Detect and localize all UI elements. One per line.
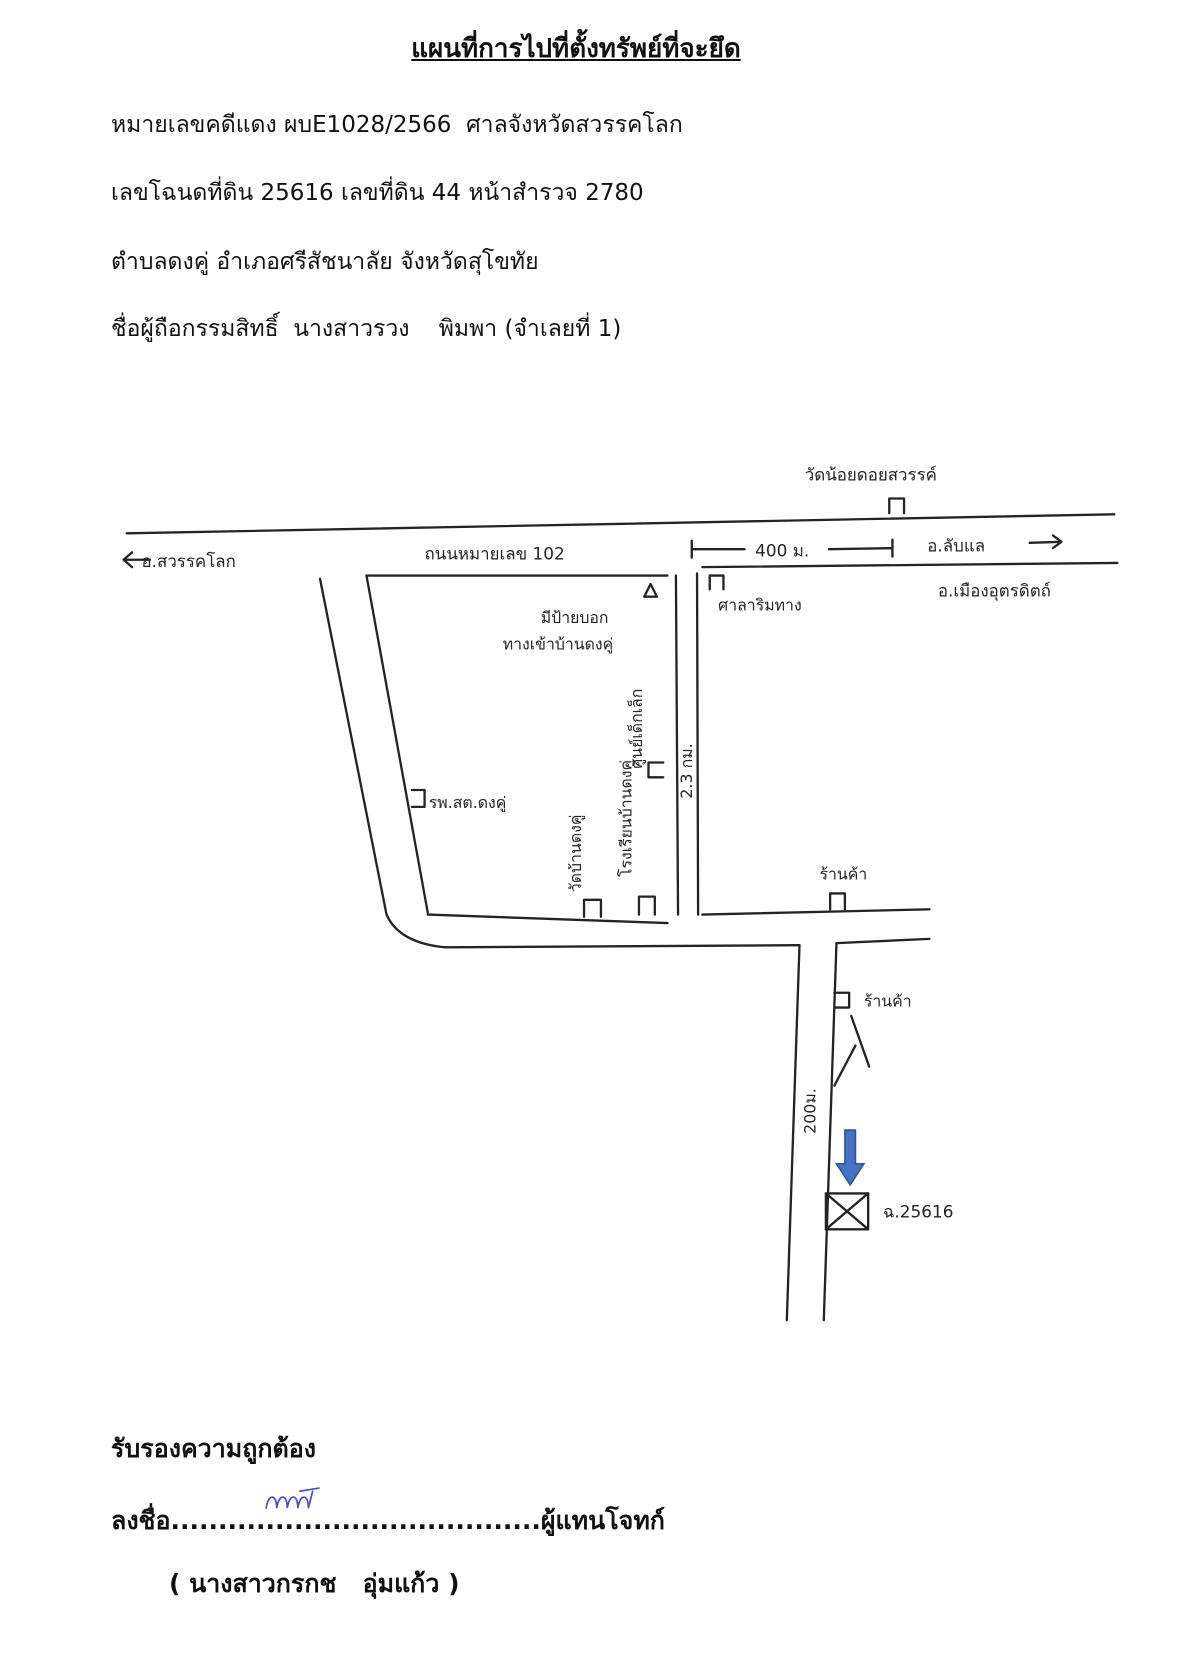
highway-north-edge [125,513,1116,535]
local-road-north-edge-east [701,908,931,916]
sign-dots: ....................................... [170,1506,541,1535]
local-road-south-edge-west [444,944,801,949]
sign-role: ผู้แทนโจทก์ [540,1506,665,1535]
pavilion-marker-icon [708,574,725,591]
label-deed-number: ฉ.25616 [883,1202,954,1222]
label-to-laplae: อ.ลับแล [927,535,985,555]
temple-dongkhu-marker-icon [582,898,603,918]
label-highway: ถนนหมายเลข 102 [425,544,565,564]
label-temple-dongkhu: วัดบ้านดงคู่ [566,815,586,893]
road-lines [122,497,1119,1322]
label-to-uttaradit: อ.เมืองอุตรดิตถ์ [938,581,1051,602]
label-sign-line-1: มีป้ายบอก [541,608,609,627]
access-road-west-edge [785,944,801,1322]
shop-2-marker-icon [833,991,851,1009]
case-number-line: หมายเลขคดีแดง ผบE1028/2566 ศาลจังหวัดสวร… [111,112,683,138]
access-road-east-edge [822,941,838,1322]
certification-heading: รับรองความถูกต้อง [111,1434,316,1463]
label-distance-200: 200ม. [800,1088,819,1134]
owner-line: ชื่อผู้ถือกรรมสิทธิ์ นางสาวรวง พิมพา (จำ… [111,316,622,342]
land-parcel-icon [824,1192,870,1231]
land-parcel-box [824,1192,870,1231]
label-distance-400: 400 ม. [755,541,809,561]
sign-triangle-icon [643,582,659,598]
label-school-dongkhu: โรงเรียนบ้านดงคู่ [617,760,637,877]
location-line: ตำบลดงคู่ อำเภอศรีสัชนาลัย จังหวัดสุโขทั… [111,249,539,275]
highway-south-edge-east [701,561,1119,569]
arrow-west-icon [122,551,152,569]
temple-marker-icon [888,497,906,515]
label-to-sawankhalok: อ.สวรรคโลก [142,551,236,571]
label-distance-2-3: 2.3 กม. [677,743,696,798]
title-deed-line: เลขโฉนดที่ดิน 25616 เลขที่ดิน 44 หน้าสำร… [111,180,644,206]
label-shop-1: ร้านค้า [820,865,868,884]
label-temple-top: วัดน้อยดอยสวรรค์ [805,465,937,485]
signature [265,1487,320,1509]
sign-prefix: ลงชื่อ [111,1506,171,1535]
child-center-marker-icon [647,761,665,779]
diagonal-road-outer-edge [318,577,447,949]
shop-1-marker-icon [828,892,847,911]
distance-400-left-bracket [690,539,746,559]
health-center-marker-icon [410,788,426,809]
diagonal-road-inner-edge [365,574,429,914]
land-parcel-cross [824,1192,870,1231]
label-sign-line-2: ทางเข้าบ้านดงคู่ [503,635,614,655]
location-arrow-icon [834,1129,866,1187]
label-rest-pavilion: ศาลาริมทาง [718,595,802,614]
signer-name: ( นางสาวกรกช อุ่มแก้ว ) [169,1569,460,1598]
connector-road-east-edge [695,572,700,916]
arrow-east-icon [1028,534,1063,550]
side-lane [833,1014,871,1087]
connector-road-west-edge [674,574,680,916]
label-child-center: ศูนย์เด็กเล็ก [626,689,647,769]
local-road-north-edge-west [426,913,669,925]
label-shop-2: ร้านค้า [864,991,912,1010]
label-health-center: รพ.สต.ดงคู่ [429,793,507,813]
distance-400-right-bracket [827,538,894,558]
school-marker-icon [637,895,656,916]
local-road-south-edge-east [835,937,931,945]
signature-line: ลงชื่อ..................................… [111,1505,665,1537]
document-title: แผนที่การไปที่ตั้งทรัพย์ที่จะยึด [411,34,741,64]
